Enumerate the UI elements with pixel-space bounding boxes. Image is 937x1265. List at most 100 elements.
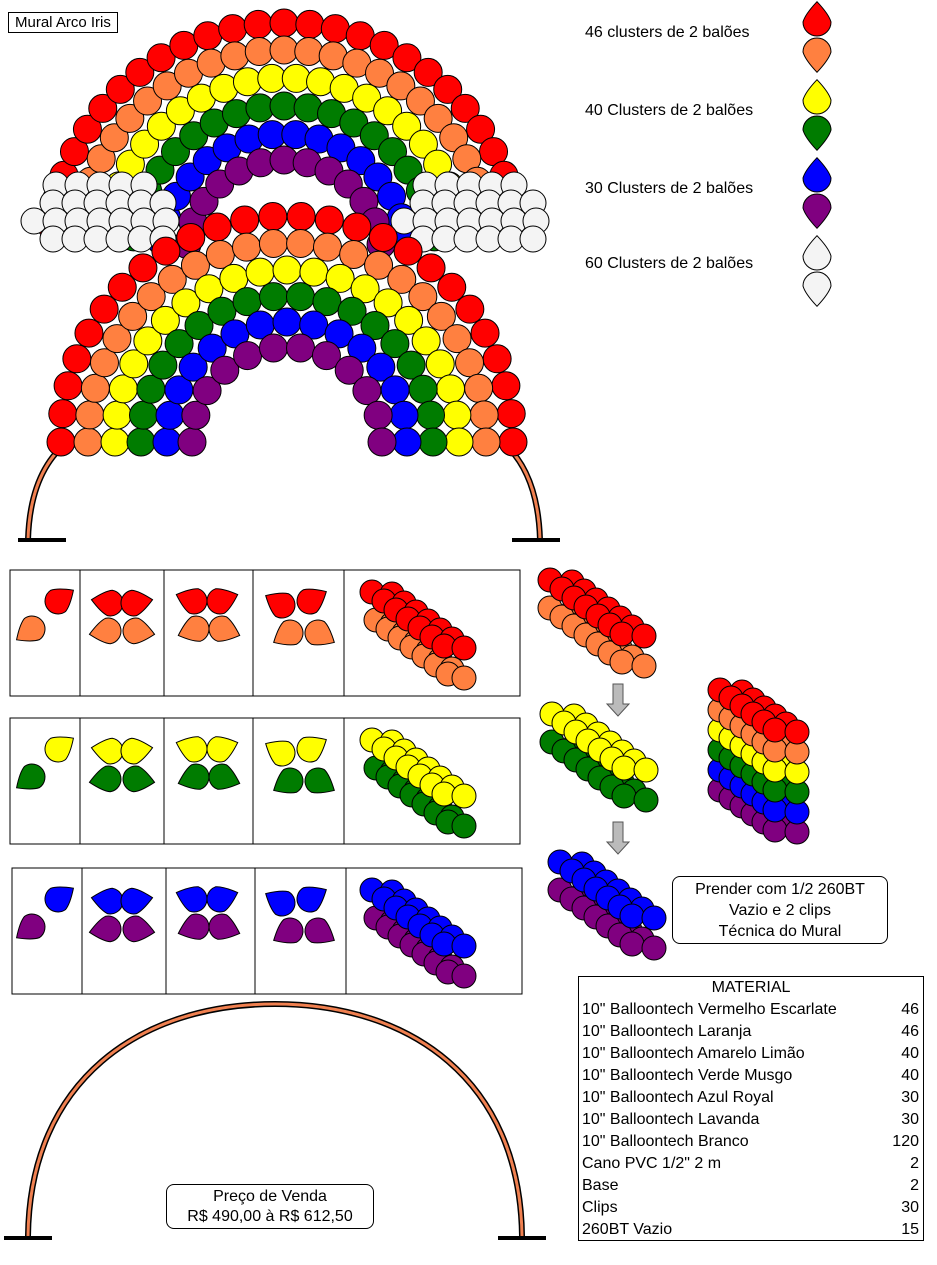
legend-balloon-pairs bbox=[802, 0, 832, 308]
balloon-red bbox=[62, 344, 92, 374]
balloon-green bbox=[380, 329, 410, 359]
balloon-red bbox=[107, 272, 137, 302]
material-qty: 2 bbox=[910, 1177, 919, 1194]
legend-label-yellow-green: 40 Clusters de 2 balões bbox=[585, 102, 754, 119]
base-right bbox=[498, 1236, 546, 1240]
balloon-red bbox=[258, 201, 288, 231]
balloon-purple bbox=[177, 913, 210, 940]
note-line-2: Vazio e 2 clips bbox=[729, 902, 831, 919]
balloon-red bbox=[320, 14, 350, 44]
balloon-blue bbox=[197, 333, 227, 363]
balloon-red bbox=[631, 623, 657, 649]
material-table: MATERIAL 10" Balloontech Vermelho Escarl… bbox=[578, 976, 924, 1241]
balloon-purple bbox=[210, 355, 240, 385]
balloon-green bbox=[208, 763, 241, 790]
balloon-orange bbox=[387, 264, 417, 294]
balloon-purple bbox=[258, 333, 288, 363]
balloon-red bbox=[342, 212, 372, 242]
balloon-yellow bbox=[442, 400, 472, 430]
balloon-blue bbox=[641, 905, 667, 931]
balloon-red bbox=[265, 592, 296, 619]
balloon-yellow bbox=[299, 257, 329, 287]
balloon-orange bbox=[115, 103, 145, 133]
balloon-yellow bbox=[436, 374, 466, 404]
balloon-red bbox=[314, 205, 344, 235]
balloon-yellow bbox=[102, 400, 132, 430]
balloon-orange bbox=[455, 348, 485, 378]
balloon-orange bbox=[122, 617, 156, 645]
material-name: 10" Balloontech Amarelo Limão bbox=[582, 1045, 805, 1062]
balloon-green bbox=[633, 787, 659, 813]
balloon-yellow bbox=[373, 96, 403, 126]
balloon-blue bbox=[175, 886, 208, 913]
balloon-yellow bbox=[257, 63, 287, 93]
pvc-arch bbox=[26, 1002, 524, 1237]
balloon-orange bbox=[73, 427, 103, 457]
balloon-red bbox=[295, 9, 325, 39]
legend-balloon-bottom bbox=[802, 271, 832, 308]
balloon-orange bbox=[269, 35, 299, 65]
balloon-purple bbox=[15, 913, 46, 940]
balloon-green bbox=[418, 427, 448, 457]
balloon-blue bbox=[347, 333, 377, 363]
balloon-orange bbox=[244, 36, 274, 66]
balloon-yellow bbox=[108, 374, 138, 404]
balloon-purple bbox=[181, 400, 211, 430]
balloon-orange bbox=[471, 427, 501, 457]
balloon-blue bbox=[324, 319, 354, 349]
balloon-orange bbox=[408, 282, 438, 312]
balloon-yellow bbox=[133, 326, 163, 356]
balloon-red bbox=[105, 74, 135, 104]
material-name: Base bbox=[582, 1177, 619, 1194]
balloon-purple bbox=[122, 915, 156, 943]
balloon-blue bbox=[392, 427, 422, 457]
material-qty: 40 bbox=[901, 1045, 919, 1062]
balloon-green bbox=[337, 296, 367, 326]
balloon-yellow bbox=[408, 129, 438, 159]
balloon-green bbox=[259, 282, 289, 312]
balloon-yellow bbox=[119, 349, 149, 379]
material-qty: 15 bbox=[901, 1221, 919, 1238]
balloon-blue bbox=[120, 887, 154, 915]
material-qty: 120 bbox=[892, 1133, 919, 1150]
balloon-orange bbox=[405, 86, 435, 116]
balloon-red bbox=[89, 294, 119, 324]
balloon-red bbox=[450, 93, 480, 123]
balloon-purple bbox=[619, 931, 645, 957]
balloon-yellow bbox=[44, 736, 75, 763]
balloon-purple bbox=[177, 427, 207, 457]
balloon-orange bbox=[205, 239, 235, 269]
material-qty: 30 bbox=[901, 1089, 919, 1106]
balloon-orange bbox=[208, 615, 241, 642]
pvc-pipe-right bbox=[499, 438, 542, 541]
balloon-red bbox=[451, 635, 477, 661]
balloon-orange bbox=[80, 373, 110, 403]
balloon-purple bbox=[88, 915, 122, 943]
balloon-red bbox=[176, 223, 206, 253]
balloon-red bbox=[784, 719, 810, 745]
balloon-green bbox=[15, 763, 46, 790]
balloon-purple bbox=[233, 341, 263, 371]
balloon-orange bbox=[631, 653, 657, 679]
arrow-down-icon bbox=[605, 683, 631, 717]
balloon-red bbox=[230, 205, 260, 235]
balloon-yellow bbox=[611, 755, 637, 781]
balloon-red bbox=[59, 137, 89, 167]
balloon-yellow bbox=[425, 349, 455, 379]
balloon-orange bbox=[469, 400, 499, 430]
balloon-red bbox=[762, 717, 788, 743]
balloon-red bbox=[269, 8, 299, 38]
balloon-green bbox=[396, 350, 426, 380]
material-name: Cano PVC 1/2" 2 m bbox=[582, 1155, 722, 1172]
price-box: Preço de Venda R$ 490,00 à R$ 612,50 bbox=[166, 1184, 374, 1229]
balloon-yellow bbox=[444, 427, 474, 457]
cluster-assembly-steps bbox=[9, 569, 523, 995]
balloon-yellow bbox=[232, 67, 262, 97]
balloon-yellow bbox=[206, 736, 239, 763]
material-name: 10" Balloontech Branco bbox=[582, 1133, 749, 1150]
material-row: 10" Balloontech Amarelo Limão 40 bbox=[579, 1043, 923, 1065]
